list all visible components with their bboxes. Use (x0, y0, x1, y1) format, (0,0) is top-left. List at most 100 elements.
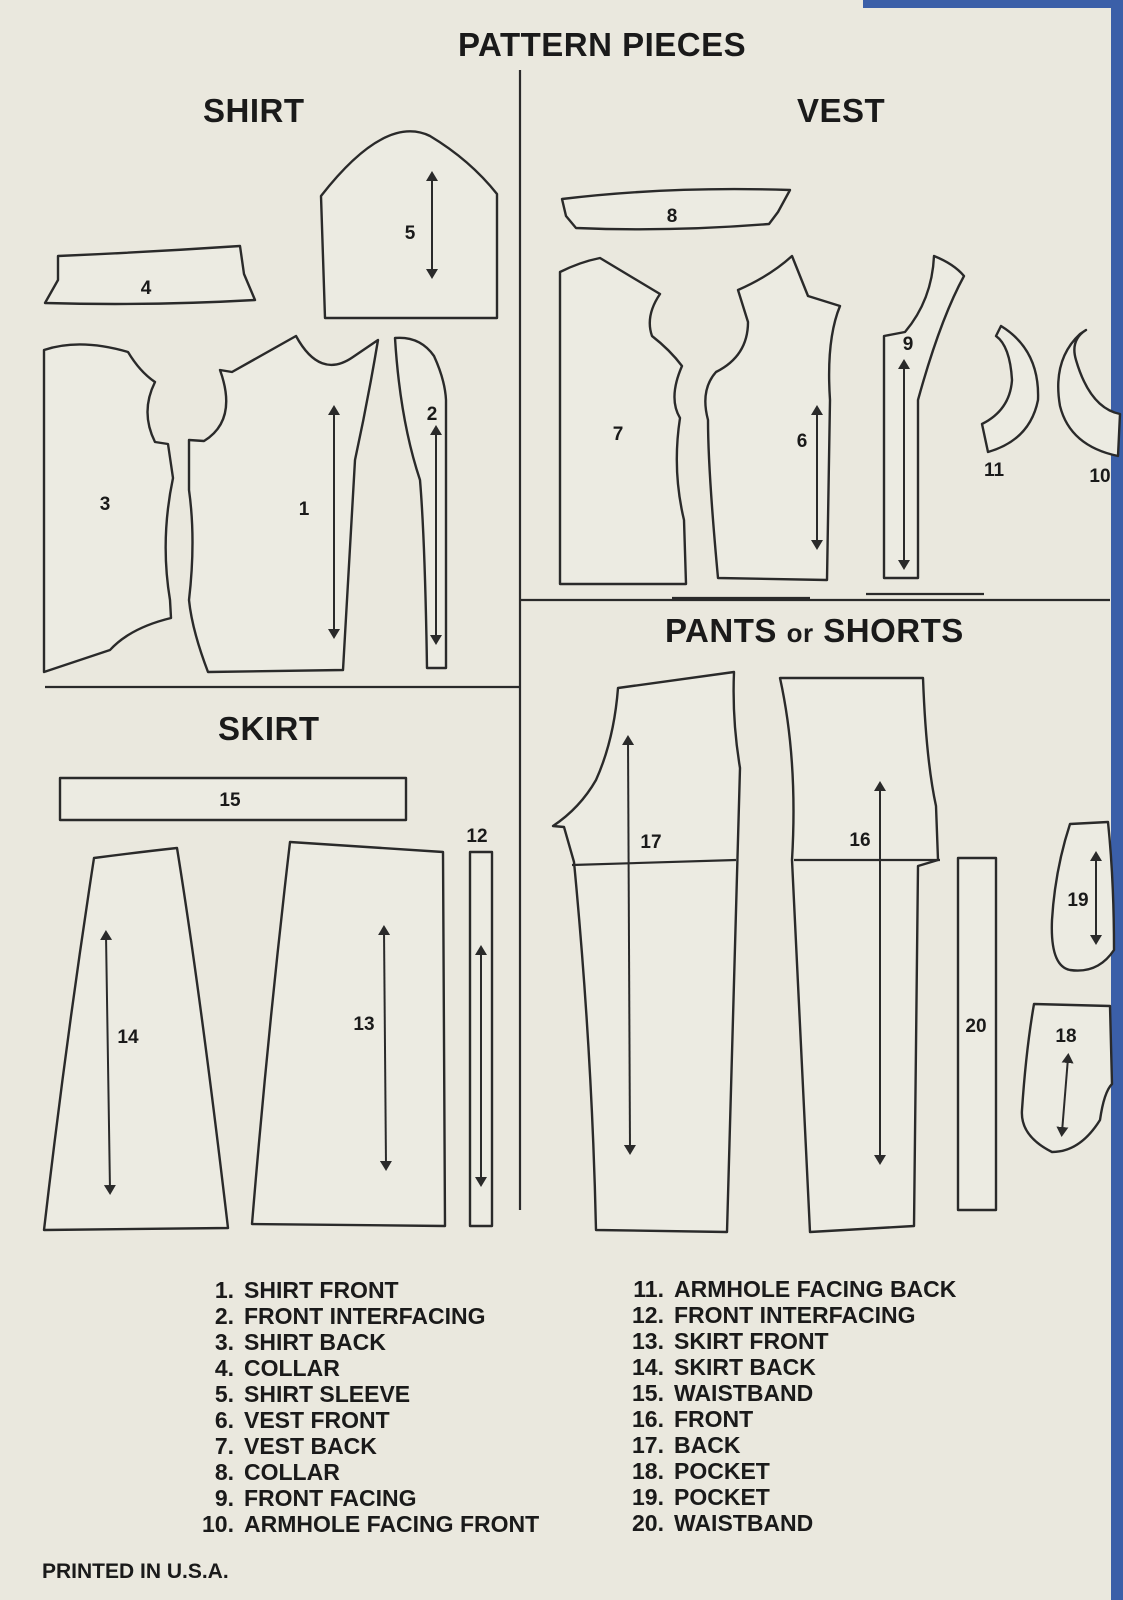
legend-item-name: SKIRT BACK (674, 1354, 816, 1380)
legend-right-column: 11. ARMHOLE FACING BACK 12. FRONT INTERFAC… (620, 1276, 956, 1536)
piece-number-11: 11 (984, 460, 1005, 481)
piece-12-front-interfacing: 12 (466, 826, 494, 1228)
legend-item-name: FRONT INTERFACING (244, 1303, 486, 1329)
legend-item-number: 2. (214, 1303, 234, 1329)
legend-item-name: POCKET (674, 1484, 770, 1510)
piece-15-waistband: 15 (58, 776, 408, 822)
legend-item-name: SHIRT FRONT (244, 1277, 399, 1303)
legend-item: 10. ARMHOLE FACING FRONT (190, 1511, 539, 1537)
legend-item: 9. FRONT FACING (190, 1485, 539, 1511)
section-heading-pants: PANTS or SHORTS (665, 612, 964, 650)
piece-number-18: 18 (1055, 1026, 1076, 1047)
section-heading-shirt: SHIRT (203, 92, 305, 129)
legend-item-name: ARMHOLE FACING FRONT (244, 1511, 540, 1537)
legend-item: 14. SKIRT BACK (620, 1354, 956, 1380)
piece-number-20: 20 (965, 1016, 986, 1037)
legend-item: 8.COLLAR (190, 1459, 539, 1485)
legend-item-name: FRONT FACING (244, 1485, 417, 1511)
legend-item-number: 9. (214, 1485, 234, 1511)
legend-item-name: BACK (674, 1432, 741, 1458)
legend-left-column: 1. SHIRT FRONT 2. FRONT INTERFACING 3. SHIR… (190, 1277, 539, 1537)
legend-item: 12. FRONT INTERFACING (620, 1302, 956, 1328)
legend-item-number: 17. (632, 1432, 664, 1458)
piece-number-12: 12 (466, 826, 487, 847)
envelope-edge (1111, 0, 1123, 1600)
legend-item: 17. BACK (620, 1432, 956, 1458)
section-heading-vest: VEST (797, 92, 886, 129)
legend-item-name: WAISTBAND (674, 1380, 814, 1406)
piece-number-7: 7 (613, 424, 624, 445)
printed-in-usa-footer: PRINTED IN U.S.A. (42, 1560, 229, 1583)
legend-item-number: 6. (214, 1407, 234, 1433)
legend-item-number: 7. (214, 1433, 234, 1459)
legend-item-name: VEST BACK (244, 1433, 377, 1459)
legend-item-name: SKIRT FRONT (674, 1328, 829, 1354)
legend-item: 15. WAISTBAND (620, 1380, 956, 1406)
piece-number-16: 16 (849, 830, 870, 851)
legend-item: 18.POCKET (620, 1458, 956, 1484)
legend-item-number: 5. (214, 1381, 234, 1407)
legend-item: 1. SHIRT FRONT (190, 1277, 539, 1303)
piece-number-14: 14 (117, 1027, 139, 1048)
piece-number-2: 2 (427, 404, 438, 425)
piece-7-vest-back: 7 (558, 256, 688, 586)
legend-item-number: 14. (632, 1354, 664, 1380)
piece-number-15: 15 (219, 790, 241, 811)
legend-item-number: 19. (632, 1484, 664, 1510)
legend-item-name: WAISTBAND (674, 1510, 814, 1536)
legend-item-name: COLLAR (244, 1355, 340, 1381)
legend-item-number: 20. (632, 1510, 664, 1536)
piece-number-4: 4 (141, 278, 152, 299)
piece-18-pocket: 18 (1020, 1002, 1114, 1154)
piece-9-front-facing: 9 (882, 254, 966, 580)
legend-item-number: 16. (632, 1406, 664, 1432)
piece-20-waistband: 20 (956, 856, 998, 1212)
piece-4-collar: 4 (43, 244, 257, 306)
legend-item: 6.VEST FRONT (190, 1407, 539, 1433)
piece-5-sleeve: 5 (319, 130, 499, 320)
legend-item: 5. SHIRT SLEEVE (190, 1381, 539, 1407)
piece-19-pocket: 19 (1050, 820, 1116, 972)
legend-item-number: 15. (632, 1380, 664, 1406)
legend-item-number: 10. (202, 1511, 234, 1537)
legend-item-number: 1. (214, 1277, 234, 1303)
piece-number-8: 8 (667, 206, 678, 227)
legend-item: 7. VEST BACK (190, 1433, 539, 1459)
piece-number-19: 19 (1067, 890, 1088, 911)
legend-item-name: COLLAR (244, 1459, 340, 1485)
piece-number-5: 5 (405, 223, 416, 244)
piece-number-6: 6 (797, 431, 808, 452)
piece-13-skirt-front: 13 (250, 840, 447, 1228)
piece-17-back: 17 (551, 670, 742, 1234)
legend-item-name: ARMHOLE FACING BACK (674, 1276, 957, 1302)
legend-item-name: FRONT INTERFACING (674, 1302, 916, 1328)
legend-item: 11. ARMHOLE FACING BACK (620, 1276, 956, 1302)
piece-16-front: 16 (778, 676, 940, 1234)
piece-1-shirt-front: 1 (187, 334, 380, 674)
legend-item: 2. FRONT INTERFACING (190, 1303, 539, 1329)
piece-number-9: 9 (903, 334, 914, 355)
pants-label: PANTS (665, 612, 777, 649)
legend-item: 19. POCKET (620, 1484, 956, 1510)
page-title: PATTERN PIECES (458, 26, 747, 63)
legend-item-number: 4. (214, 1355, 234, 1381)
piece-number-3: 3 (100, 494, 111, 515)
legend-item-number: 11. (633, 1276, 664, 1302)
or-label: or (786, 618, 814, 648)
legend-item-name: SHIRT SLEEVE (244, 1381, 411, 1407)
legend-item-name: POCKET (674, 1458, 770, 1484)
piece-number-17: 17 (640, 832, 661, 853)
legend-item: 13.SKIRT FRONT (620, 1328, 956, 1354)
piece-number-10: 10 (1089, 466, 1110, 487)
piece-11-armhole-facing-back: 11 (980, 324, 1040, 481)
piece-6-vest-front: 6 (704, 254, 842, 582)
piece-number-13: 13 (353, 1014, 374, 1035)
piece-10-armhole-facing-front: 10 (1057, 328, 1122, 487)
legend-item: 3. SHIRT BACK (190, 1329, 539, 1355)
piece-number-1: 1 (299, 499, 310, 520)
legend-item-name: SHIRT BACK (244, 1329, 386, 1355)
legend-item-number: 12. (632, 1302, 664, 1328)
section-heading-skirt: SKIRT (218, 710, 320, 747)
legend-item-number: 3. (214, 1329, 234, 1355)
